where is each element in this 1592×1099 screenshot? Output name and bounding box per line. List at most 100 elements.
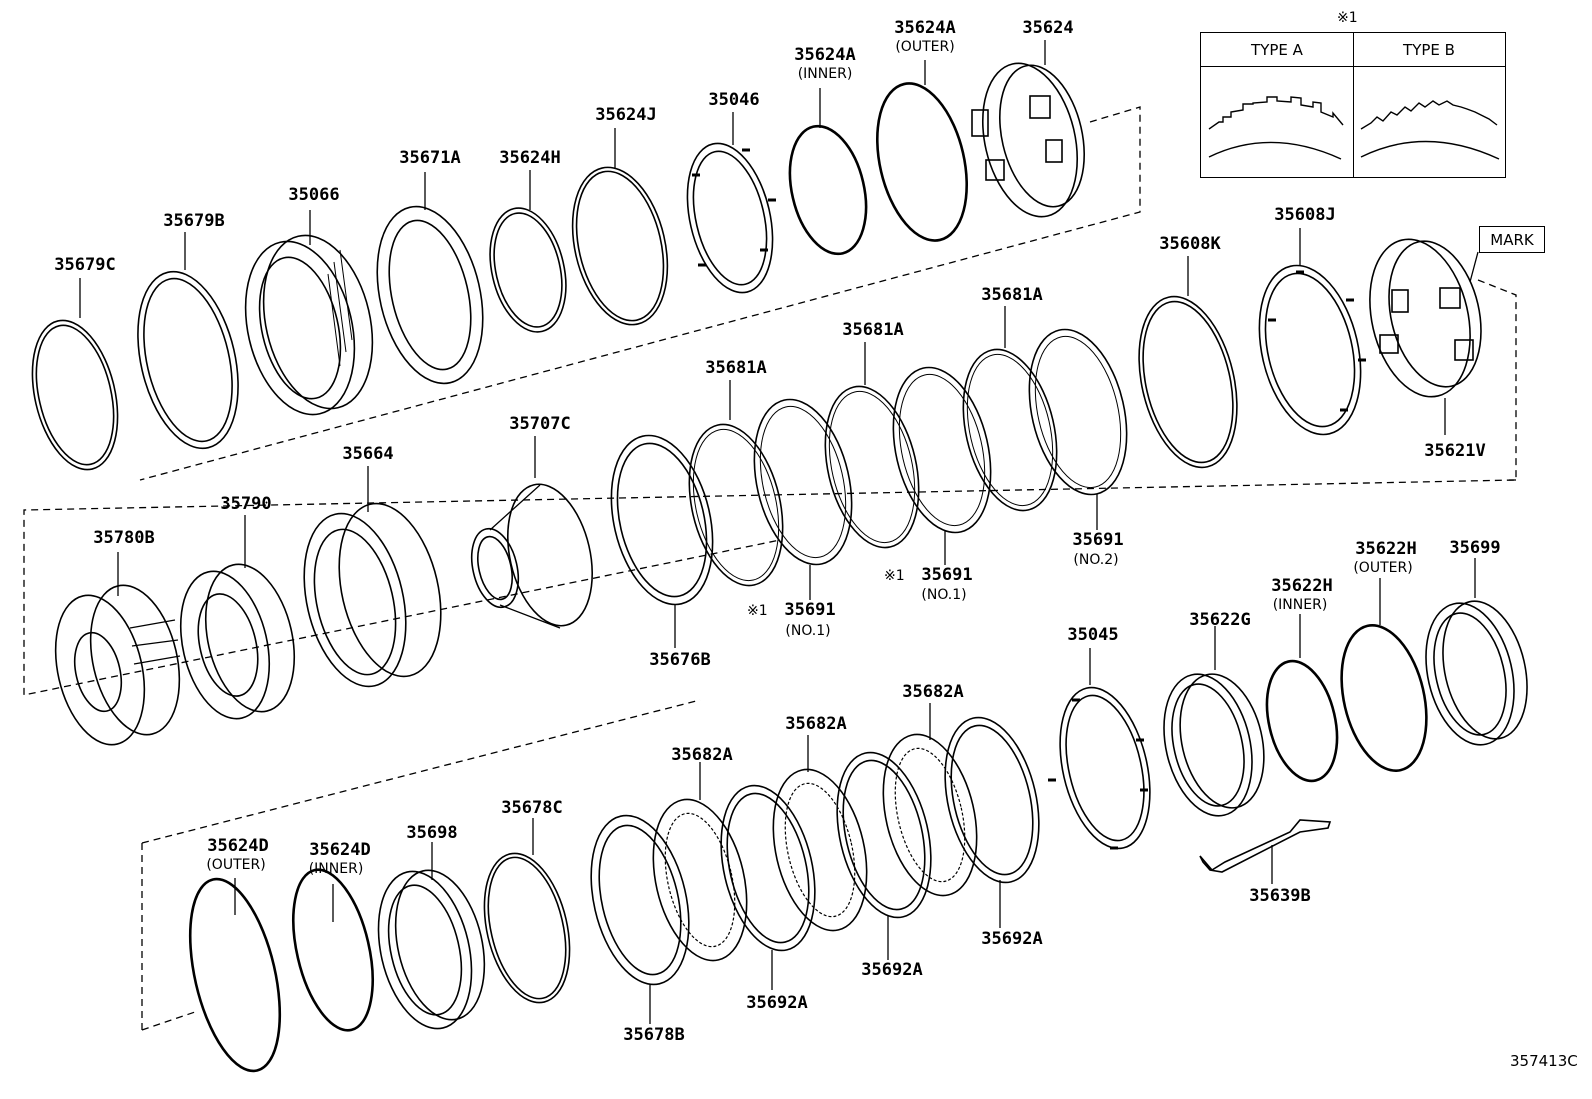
- part-35691-a-shape: [753, 398, 853, 566]
- label-35624D-inner: 35624D: [309, 840, 371, 860]
- label-35682A-1: 35682A: [671, 745, 733, 765]
- label-35608J: 35608J: [1274, 205, 1336, 225]
- label-35622H-outer: 35622H: [1355, 539, 1417, 559]
- part-35624D-inner-shape: [292, 868, 374, 1032]
- part-35622H-inner-shape: [1265, 659, 1339, 783]
- label-35682A-3: 35682A: [902, 682, 964, 702]
- label-35622G: 35622G: [1189, 610, 1251, 630]
- label-35691-c-note: (NO.2): [1073, 552, 1119, 568]
- label-35678C: 35678C: [501, 798, 563, 818]
- label-35624: 35624: [1022, 18, 1074, 38]
- part-35678B-shape: [590, 814, 690, 986]
- part-35682A-2-shape: [772, 768, 868, 932]
- label-35639B: 35639B: [1249, 886, 1311, 906]
- label-35691-a: 35691: [784, 600, 836, 620]
- label-35066: 35066: [288, 185, 340, 205]
- part-35676B-shape: [610, 434, 714, 606]
- label-35676B: 35676B: [649, 650, 711, 670]
- label-35699: 35699: [1449, 538, 1501, 558]
- part-35639B-shape: [1199, 819, 1332, 873]
- label-35681A-1: 35681A: [705, 358, 767, 378]
- label-35679B: 35679B: [163, 211, 225, 231]
- part-35681A-3-shape: [962, 348, 1058, 512]
- label-35790: 35790: [220, 494, 272, 514]
- group-outline-middle: [23, 279, 1517, 696]
- part-35682A-1-shape: [652, 798, 748, 962]
- label-35682A-2: 35682A: [785, 714, 847, 734]
- part-35624-shape: [971, 62, 1086, 218]
- label-35691-b-note: (NO.1): [921, 587, 967, 603]
- group-outline-bottom: [141, 699, 701, 1031]
- label-35624A-outer: 35624A: [894, 18, 956, 38]
- legend-type-a: TYPE A: [1201, 33, 1353, 67]
- legend-divider: [1353, 33, 1355, 177]
- label-35046: 35046: [708, 90, 760, 110]
- part-35664-shape: [303, 502, 442, 688]
- label-35608K: 35608K: [1159, 234, 1221, 254]
- label-35624H: 35624H: [499, 148, 561, 168]
- label-35678B: 35678B: [623, 1025, 685, 1045]
- part-35707C-shape: [470, 483, 594, 629]
- label-35692A-3: 35692A: [981, 929, 1043, 949]
- label-35624J: 35624J: [595, 105, 657, 125]
- part-35678C-shape: [483, 852, 571, 1004]
- label-35624A-outer-note: (OUTER): [895, 39, 955, 55]
- part-35679B-shape: [137, 270, 239, 450]
- part-35681A-2-shape: [824, 385, 920, 549]
- part-35045-shape: [1048, 686, 1151, 850]
- label-35624D-outer-note: (OUTER): [206, 857, 266, 873]
- label-35691-a-mark: ※1: [747, 603, 768, 619]
- part-35622H-outer-shape: [1340, 624, 1428, 772]
- legend-type-b: TYPE B: [1353, 33, 1505, 67]
- part-35622G-shape: [1163, 673, 1265, 817]
- part-35624A-inner-shape: [788, 124, 868, 256]
- part-35624A-outer-shape: [875, 82, 969, 242]
- label-35621V: 35621V: [1424, 441, 1486, 461]
- part-35698-shape: [377, 869, 486, 1030]
- label-35691-c: 35691: [1072, 530, 1124, 550]
- label-35691-b-mark: ※1: [884, 568, 905, 584]
- label-35707C: 35707C: [509, 414, 571, 434]
- label-35045: 35045: [1067, 625, 1119, 645]
- part-35691-c-shape: [1028, 328, 1128, 496]
- label-35692A-2: 35692A: [861, 960, 923, 980]
- label-35780B: 35780B: [93, 528, 155, 548]
- label-35691-b: 35691: [921, 565, 973, 585]
- label-35691-a-note: (NO.1): [785, 623, 831, 639]
- label-35624D-inner-note: (INNER): [308, 861, 364, 877]
- part-35624J-shape: [571, 166, 669, 326]
- part-35066-shape: [244, 234, 374, 416]
- part-35608J-shape: [1258, 264, 1366, 436]
- legend-illustrations: [1208, 96, 1500, 160]
- label-35664: 35664: [342, 444, 394, 464]
- label-35622H-inner-note: (INNER): [1272, 597, 1328, 613]
- label-35692A-1: 35692A: [746, 993, 808, 1013]
- part-35692A-3-shape: [944, 716, 1040, 884]
- group-outline-top: [139, 106, 1141, 481]
- part-35699-shape: [1425, 600, 1528, 746]
- label-35624A-inner: 35624A: [794, 45, 856, 65]
- label-35622H-outer-note: (OUTER): [1353, 560, 1413, 576]
- label-35679C: 35679C: [54, 255, 116, 275]
- part-35671A-shape: [376, 205, 484, 385]
- label-35681A-2: 35681A: [842, 320, 904, 340]
- label-35622H-inner: 35622H: [1271, 576, 1333, 596]
- label-35671A: 35671A: [399, 148, 461, 168]
- part-35621V-shape: [1369, 238, 1482, 398]
- mark-label: MARK: [1479, 226, 1545, 253]
- part-35624H-shape: [489, 207, 567, 333]
- label-35624A-inner-note: (INNER): [797, 66, 853, 82]
- part-35679C-shape: [31, 319, 119, 471]
- part-35682A-3-shape: [882, 733, 978, 897]
- label-35624D-outer: 35624D: [207, 836, 269, 856]
- part-35681A-1-shape: [688, 423, 784, 587]
- part-35046-shape: [686, 142, 776, 294]
- part-35608K-shape: [1138, 295, 1238, 469]
- diagram-code: 357413C: [1510, 1052, 1578, 1070]
- label-35681A-3: 35681A: [981, 285, 1043, 305]
- legend-mark: ※1: [1337, 10, 1358, 26]
- legend-box: TYPE A TYPE B: [1200, 32, 1506, 178]
- leader-lines: [79, 40, 1479, 1024]
